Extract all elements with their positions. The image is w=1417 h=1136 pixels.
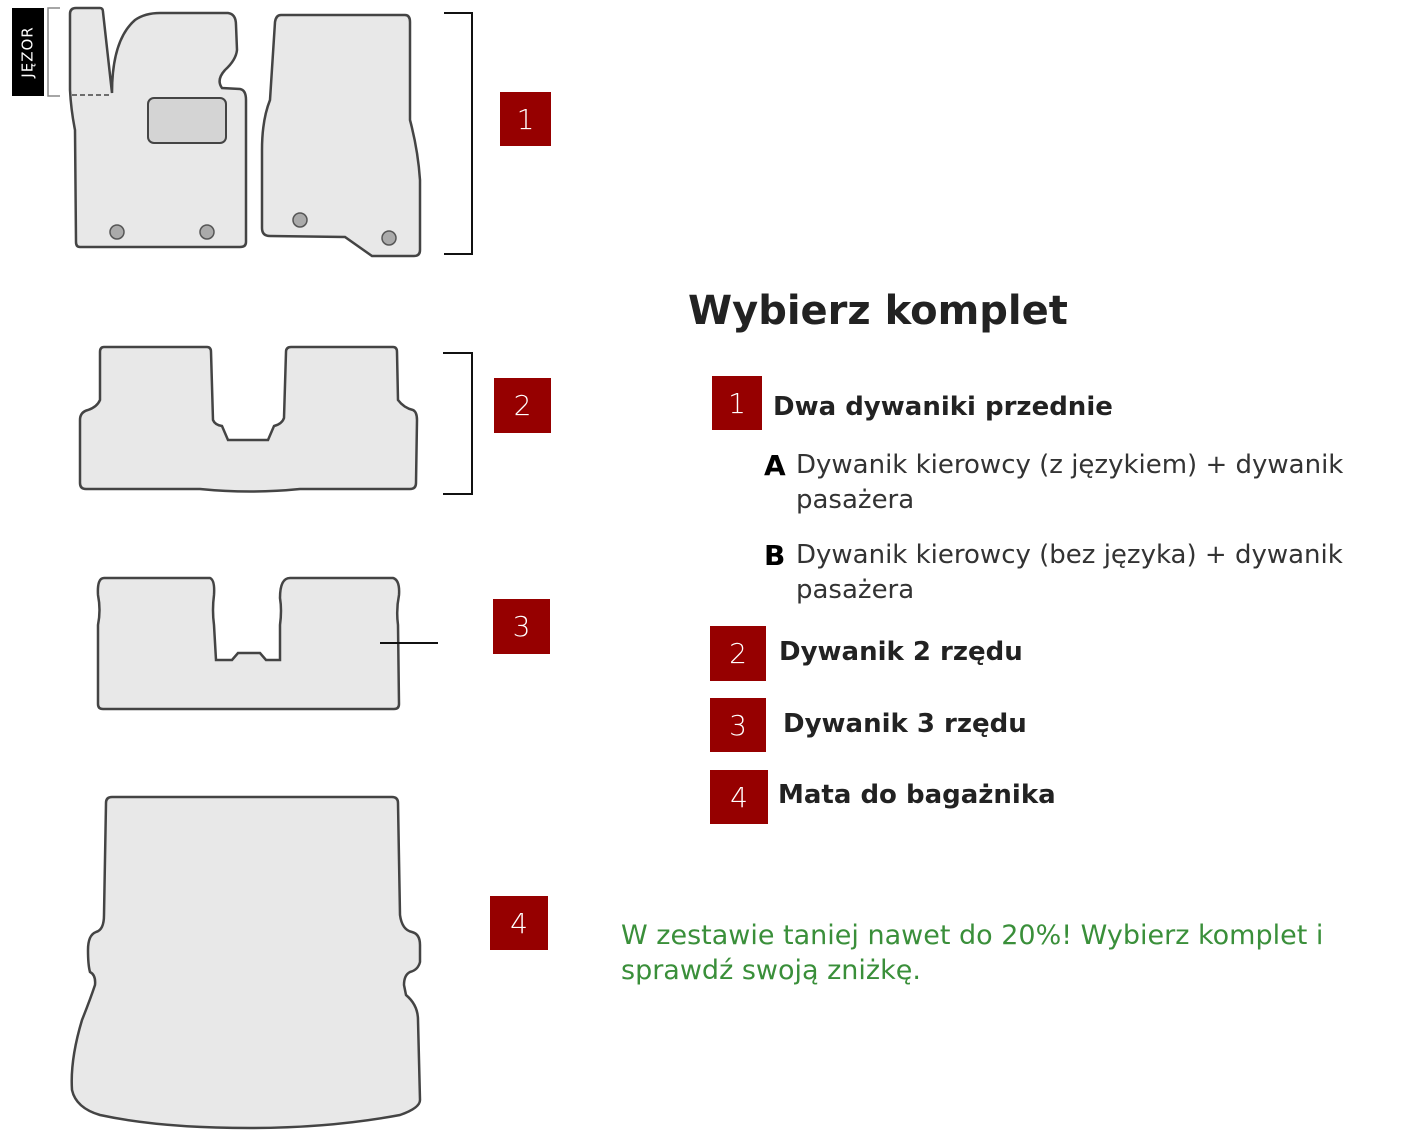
diagram-number-2: 2: [494, 378, 551, 433]
variant-letter: B: [764, 539, 786, 572]
fastener-icon: [199, 224, 215, 240]
fastener-icon: [292, 212, 308, 228]
variant-a[interactable]: A Dywanik kierowcy (z językiem) + dywani…: [764, 448, 1404, 518]
option-label: Dwa dywaniki przednie: [773, 392, 1113, 422]
option-label: Dywanik 3 rzędu: [783, 709, 1027, 739]
page-title: Wybierz komplet: [688, 288, 1068, 334]
option-number: 2: [710, 626, 766, 681]
variant-letter: A: [764, 449, 786, 482]
second-row-mat: [78, 345, 419, 493]
diagram-number-1: 1: [500, 92, 551, 146]
heel-pad: [147, 97, 227, 144]
fastener-icon: [381, 230, 397, 246]
bracket-2: [443, 352, 473, 495]
third-row-mat: [96, 576, 401, 711]
tongue-label: JĘZOR: [12, 8, 44, 96]
option-number: 3: [710, 698, 766, 752]
variant-text: Dywanik kierowcy (bez języka) + dywanik …: [796, 540, 1343, 605]
trunk-mat: [70, 795, 422, 1130]
option-number: 4: [710, 770, 768, 824]
variant-b[interactable]: B Dywanik kierowcy (bez języka) + dywani…: [764, 538, 1404, 608]
bracket-1: [444, 12, 473, 255]
fastener-icon: [109, 224, 125, 240]
option-label: Mata do bagażnika: [778, 780, 1056, 810]
variant-text: Dywanik kierowcy (z językiem) + dywanik …: [796, 450, 1344, 515]
option-label: Dywanik 2 rzędu: [779, 637, 1023, 667]
option-number: 1: [712, 376, 762, 430]
diagram-number-3: 3: [493, 599, 550, 654]
promo-text: W zestawie taniej nawet do 20%! Wybierz …: [621, 920, 1324, 986]
tongue-bracket: [47, 7, 60, 97]
passenger-mat: [260, 13, 422, 258]
diagram-number-4: 4: [490, 896, 548, 950]
